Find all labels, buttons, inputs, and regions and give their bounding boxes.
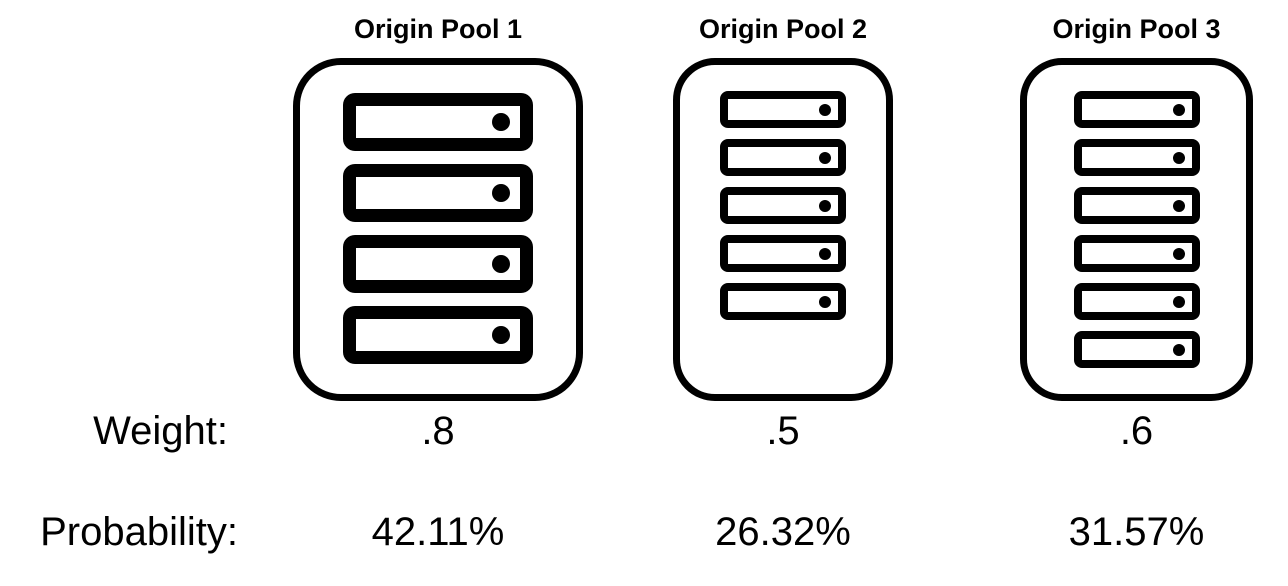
server-led-dot-icon bbox=[1172, 199, 1185, 212]
server-icon bbox=[1073, 139, 1200, 176]
origin-pool-2-box bbox=[673, 58, 893, 401]
server-led-dot-icon bbox=[819, 247, 831, 260]
server-icon bbox=[343, 235, 533, 293]
server-led-dot-icon bbox=[1172, 343, 1185, 356]
origin-pool-3-probability-value: 31.57% bbox=[1068, 510, 1205, 554]
origin-pool-2-servers bbox=[680, 65, 886, 320]
origin-pool-1-column: Origin Pool 1 .8 42.11% bbox=[293, 0, 583, 586]
origin-pool-1-box bbox=[293, 58, 583, 401]
origin-pool-2-column: Origin Pool 2 .5 26.32% bbox=[673, 0, 893, 586]
origin-pool-2-probability-value: 26.32% bbox=[715, 510, 851, 554]
server-led-dot-icon bbox=[819, 151, 831, 164]
origin-pool-1-weight-value: .8 bbox=[421, 409, 455, 453]
origin-pool-3-weight-value: .6 bbox=[1119, 409, 1154, 453]
server-led-dot-icon bbox=[492, 113, 510, 131]
server-icon bbox=[1073, 235, 1200, 272]
server-icon bbox=[1073, 331, 1200, 368]
origin-pool-2-title: Origin Pool 2 bbox=[698, 14, 867, 44]
server-icon bbox=[343, 93, 533, 151]
server-icon bbox=[720, 139, 846, 176]
server-icon bbox=[343, 164, 533, 222]
probability-row-label: Probability: bbox=[40, 510, 238, 554]
server-led-dot-icon bbox=[492, 184, 510, 202]
server-led-dot-icon bbox=[1172, 151, 1185, 164]
origin-pool-1-probability-value: 42.11% bbox=[371, 510, 505, 554]
origin-pool-3-box bbox=[1020, 58, 1253, 401]
server-icon bbox=[720, 283, 846, 320]
server-icon bbox=[720, 187, 846, 224]
server-icon bbox=[1073, 91, 1200, 128]
server-led-dot-icon bbox=[492, 326, 510, 344]
origin-pool-1-servers bbox=[300, 65, 576, 364]
origin-pool-1-title: Origin Pool 1 bbox=[353, 14, 522, 44]
server-led-dot-icon bbox=[819, 103, 831, 116]
server-led-dot-icon bbox=[1172, 103, 1185, 116]
origin-pool-3-column: Origin Pool 3 .6 31.57% bbox=[1020, 0, 1253, 586]
server-icon bbox=[720, 91, 846, 128]
origin-pool-3-servers bbox=[1027, 65, 1246, 368]
server-icon bbox=[720, 235, 846, 272]
server-icon bbox=[343, 306, 533, 364]
server-led-dot-icon bbox=[1172, 247, 1185, 260]
weight-row-label: Weight: bbox=[93, 409, 228, 453]
server-icon bbox=[1073, 187, 1200, 224]
server-led-dot-icon bbox=[819, 295, 831, 308]
origin-pool-2-weight-value: .5 bbox=[766, 409, 800, 453]
server-led-dot-icon bbox=[819, 199, 831, 212]
server-led-dot-icon bbox=[1172, 295, 1185, 308]
origin-pool-3-title: Origin Pool 3 bbox=[1052, 14, 1221, 44]
server-icon bbox=[1073, 283, 1200, 320]
server-led-dot-icon bbox=[492, 255, 510, 273]
